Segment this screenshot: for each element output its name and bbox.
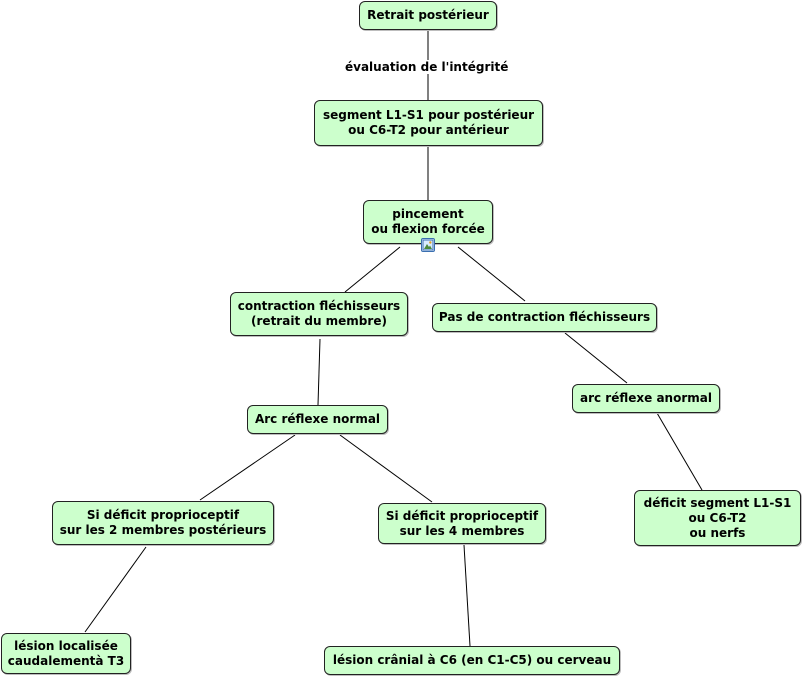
edge-pincement-contraction [344,246,401,293]
node-deficit-segment[interactable]: déficit segment L1-S1 ou C6-T2 ou nerfs [634,490,801,546]
node-deficit-2-membres[interactable]: Si déficit proprioceptif sur les 2 membr… [52,501,274,545]
edge-arc-normal-deficit4 [339,434,433,503]
image-attachment-icon[interactable] [421,238,435,252]
node-contraction[interactable]: contraction fléchisseurs (retrait du mem… [230,292,408,336]
edge-deficit2-lesion-t3 [84,546,147,633]
edge-pincement-pas-contraction [457,246,526,302]
node-retrait-posterieur[interactable]: Retrait postérieur [359,1,497,30]
node-arc-reflexe-normal[interactable]: Arc réflexe normal [247,405,388,434]
node-pas-contraction[interactable]: Pas de contraction fléchisseurs [432,303,657,332]
node-lesion-c6[interactable]: lésion crânial à C6 (en C1-C5) ou cervea… [324,646,620,675]
node-lesion-t3[interactable]: lésion localisée caudalementà T3 [1,633,131,674]
node-deficit-4-membres[interactable]: Si déficit proprioceptif sur les 4 membr… [378,503,546,544]
edge-label-evaluation: évaluation de l'intégrité [342,60,804,74]
node-segment[interactable]: segment L1-S1 pour postérieur ou C6-T2 p… [314,100,543,146]
edge-pas-contraction-arc-anormal [564,332,628,384]
edge-arc-anormal-deficit-segment [656,412,703,491]
node-pincement[interactable]: pincement ou flexion forcée [363,200,493,244]
node-arc-reflexe-anormal[interactable]: arc réflexe anormal [572,384,720,413]
edge-contraction-arc-normal [317,338,321,406]
edge-deficit4-lesion-c6 [463,544,471,647]
edge-arc-normal-deficit2 [199,434,296,501]
